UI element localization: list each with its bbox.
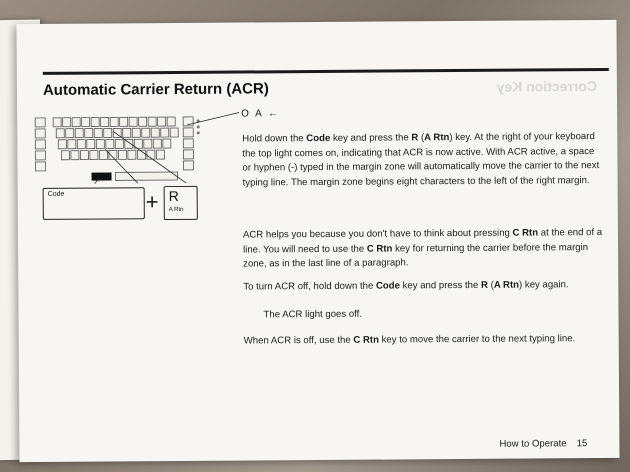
keyboard-key	[152, 138, 162, 149]
keyboard-key	[52, 117, 62, 128]
keyboard-key	[133, 138, 143, 149]
acr-indicator-label: O A ←	[241, 108, 281, 120]
title-rule	[42, 67, 609, 75]
keyboard-key	[143, 138, 153, 149]
page-footer: How to Operate 15	[499, 438, 587, 450]
function-key	[183, 160, 194, 171]
keyboard-key	[86, 139, 96, 150]
keyboard-key	[128, 116, 138, 127]
indicator-light	[196, 125, 200, 129]
keyboard-key	[166, 116, 176, 127]
function-key	[182, 149, 194, 160]
keyboard-key	[93, 128, 103, 138]
keyboard-key	[138, 116, 148, 127]
keyboard-key	[84, 128, 94, 139]
footer-section: How to Operate	[499, 438, 567, 450]
keyboard-key	[89, 150, 99, 160]
keyboard-key	[76, 139, 86, 150]
keyboard-key	[155, 149, 165, 160]
paragraph-5: When ACR is off, use the C Rtn key to mo…	[243, 333, 576, 347]
code-key-callout: Code	[42, 187, 145, 220]
plus-sign: +	[145, 189, 159, 215]
keyboard-key	[147, 116, 157, 127]
indicator-light	[196, 131, 200, 135]
function-key	[34, 139, 46, 150]
keyboard-key	[108, 149, 118, 160]
function-key	[182, 138, 194, 149]
paragraph-3: To turn ACR off, hold down the Code key …	[243, 279, 569, 293]
keyboard-key	[105, 139, 115, 149]
keyboard-key	[67, 139, 77, 150]
keyboard-key	[112, 127, 122, 138]
keyboard-key	[150, 127, 160, 138]
code-key	[91, 172, 112, 181]
keyboard-key	[95, 139, 105, 149]
keyboard-key	[162, 138, 172, 149]
keyboard-key	[141, 127, 151, 138]
paragraph-1: Hold down the Code key and press the R (…	[242, 131, 600, 189]
keyboard-key	[98, 150, 108, 160]
keyboard-key	[109, 116, 119, 127]
page-title: Automatic Carrier Return (ACR)	[42, 80, 269, 99]
function-key	[35, 161, 46, 172]
space-bar	[115, 171, 178, 181]
keyboard-key	[127, 149, 137, 160]
keyboard-key	[100, 117, 110, 127]
function-key	[34, 117, 46, 128]
indicator-light	[196, 119, 200, 123]
keyboard-diagram	[34, 116, 200, 184]
paragraph-4: The ACR light goes off.	[263, 308, 363, 321]
page-number: 15	[576, 438, 588, 450]
keyboard-key	[169, 127, 179, 138]
keyboard-key	[79, 150, 89, 161]
keyboard-key	[119, 116, 129, 127]
bleed-through-text: Correction Key	[496, 78, 597, 95]
keyboard-key	[157, 116, 167, 127]
keyboard-key	[62, 117, 72, 128]
function-key	[182, 127, 194, 138]
keyboard-key	[103, 128, 113, 138]
keyboard-key	[122, 127, 132, 138]
keyboard-key	[90, 117, 100, 127]
keyboard-key	[65, 128, 75, 139]
manual-page: Correction Key Automatic Carrier Return …	[16, 19, 620, 463]
keyboard-key	[71, 117, 81, 128]
keyboard-key	[131, 127, 141, 138]
leader-line	[187, 112, 240, 126]
keyboard-key	[160, 127, 170, 138]
keyboard-key	[57, 139, 67, 150]
keyboard-key	[74, 128, 84, 139]
keyboard-key	[114, 138, 124, 149]
function-key	[34, 150, 46, 161]
function-key	[34, 128, 46, 139]
keyboard-key	[60, 150, 70, 161]
keyboard-key	[70, 150, 80, 161]
keyboard-key	[81, 117, 91, 128]
keyboard-key	[55, 128, 65, 139]
paragraph-2: ACR helps you because you don't have to …	[242, 227, 603, 270]
keyboard-key	[117, 149, 127, 160]
r-key-callout: R A Rtn	[163, 185, 198, 221]
keyboard-key	[124, 138, 134, 149]
